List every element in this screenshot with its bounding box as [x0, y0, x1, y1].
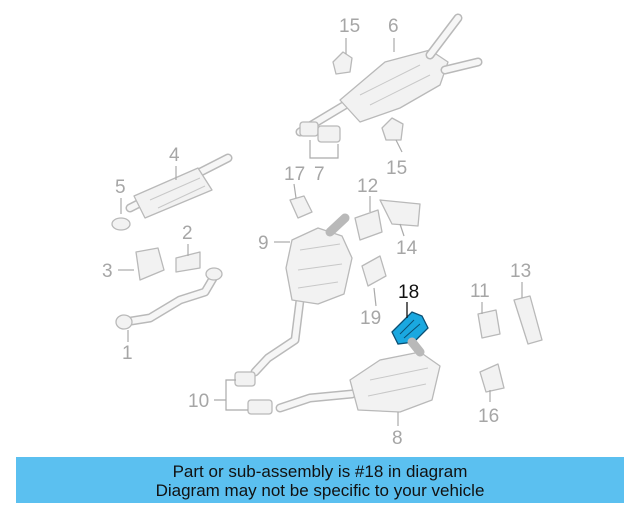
part-17-clamp[interactable]: [289, 195, 313, 219]
callout-6: 6: [388, 16, 399, 37]
callout-15-mid: 15: [386, 158, 407, 179]
part-1-front-pipe[interactable]: [115, 267, 223, 330]
callout-15-top: 15: [339, 16, 360, 37]
part-10-clamps[interactable]: [234, 371, 273, 415]
callout-8: 8: [392, 428, 403, 449]
part-9-muffler-left[interactable]: [250, 213, 353, 377]
leader-lines: [118, 38, 523, 426]
callout-16: 16: [478, 406, 499, 427]
part-18-hanger-bracket[interactable]: [391, 302, 429, 345]
callout-7: 7: [314, 164, 325, 185]
part-15-hanger-top[interactable]: [332, 51, 353, 75]
part-4-catalytic-converter[interactable]: [125, 153, 233, 219]
part-14-heat-shield[interactable]: [379, 199, 421, 227]
callout-14: 14: [396, 238, 418, 259]
part-7-clamps[interactable]: [299, 121, 341, 159]
part-13-shield[interactable]: [513, 295, 543, 345]
part-3-mount[interactable]: [135, 247, 165, 281]
callout-10: 10: [188, 391, 209, 412]
callout-13: 13: [510, 261, 531, 282]
exhaust-parts-diagram: 15 6 4 5 2 3 1 9 17 7 12 15 14 19 18 11 …: [102, 13, 543, 449]
banner-line-1: Part or sub-assembly is #18 in diagram: [172, 462, 468, 481]
part-11-isolator[interactable]: [477, 309, 501, 339]
callout-11: 11: [470, 281, 490, 302]
callout-17: 17: [284, 164, 305, 185]
part-12-bracket[interactable]: [354, 209, 383, 241]
part-5-gasket[interactable]: [111, 217, 131, 231]
callout-12: 12: [357, 176, 378, 197]
info-banner: Part or sub-assembly is #18 in diagram D…: [16, 457, 624, 503]
callout-18: 18: [398, 282, 419, 303]
callout-2: 2: [182, 223, 193, 244]
callout-labels: 15 6 4 5 2 3 1 9 17 7 12 15 14 19 18 11 …: [102, 16, 531, 449]
banner-line-2: Diagram may not be specific to your vehi…: [155, 481, 485, 500]
callout-4: 4: [169, 145, 180, 166]
part-19-bracket[interactable]: [361, 255, 387, 287]
part-16-hanger[interactable]: [479, 363, 505, 393]
part-15-hanger-mid[interactable]: [381, 117, 404, 141]
callout-3: 3: [102, 261, 113, 282]
callout-9: 9: [258, 233, 269, 254]
part-8-rear-muffler[interactable]: [275, 337, 441, 413]
part-2-bracket[interactable]: [175, 251, 201, 273]
callout-19: 19: [360, 308, 381, 329]
callout-1: 1: [122, 343, 133, 364]
callout-5: 5: [115, 177, 126, 198]
